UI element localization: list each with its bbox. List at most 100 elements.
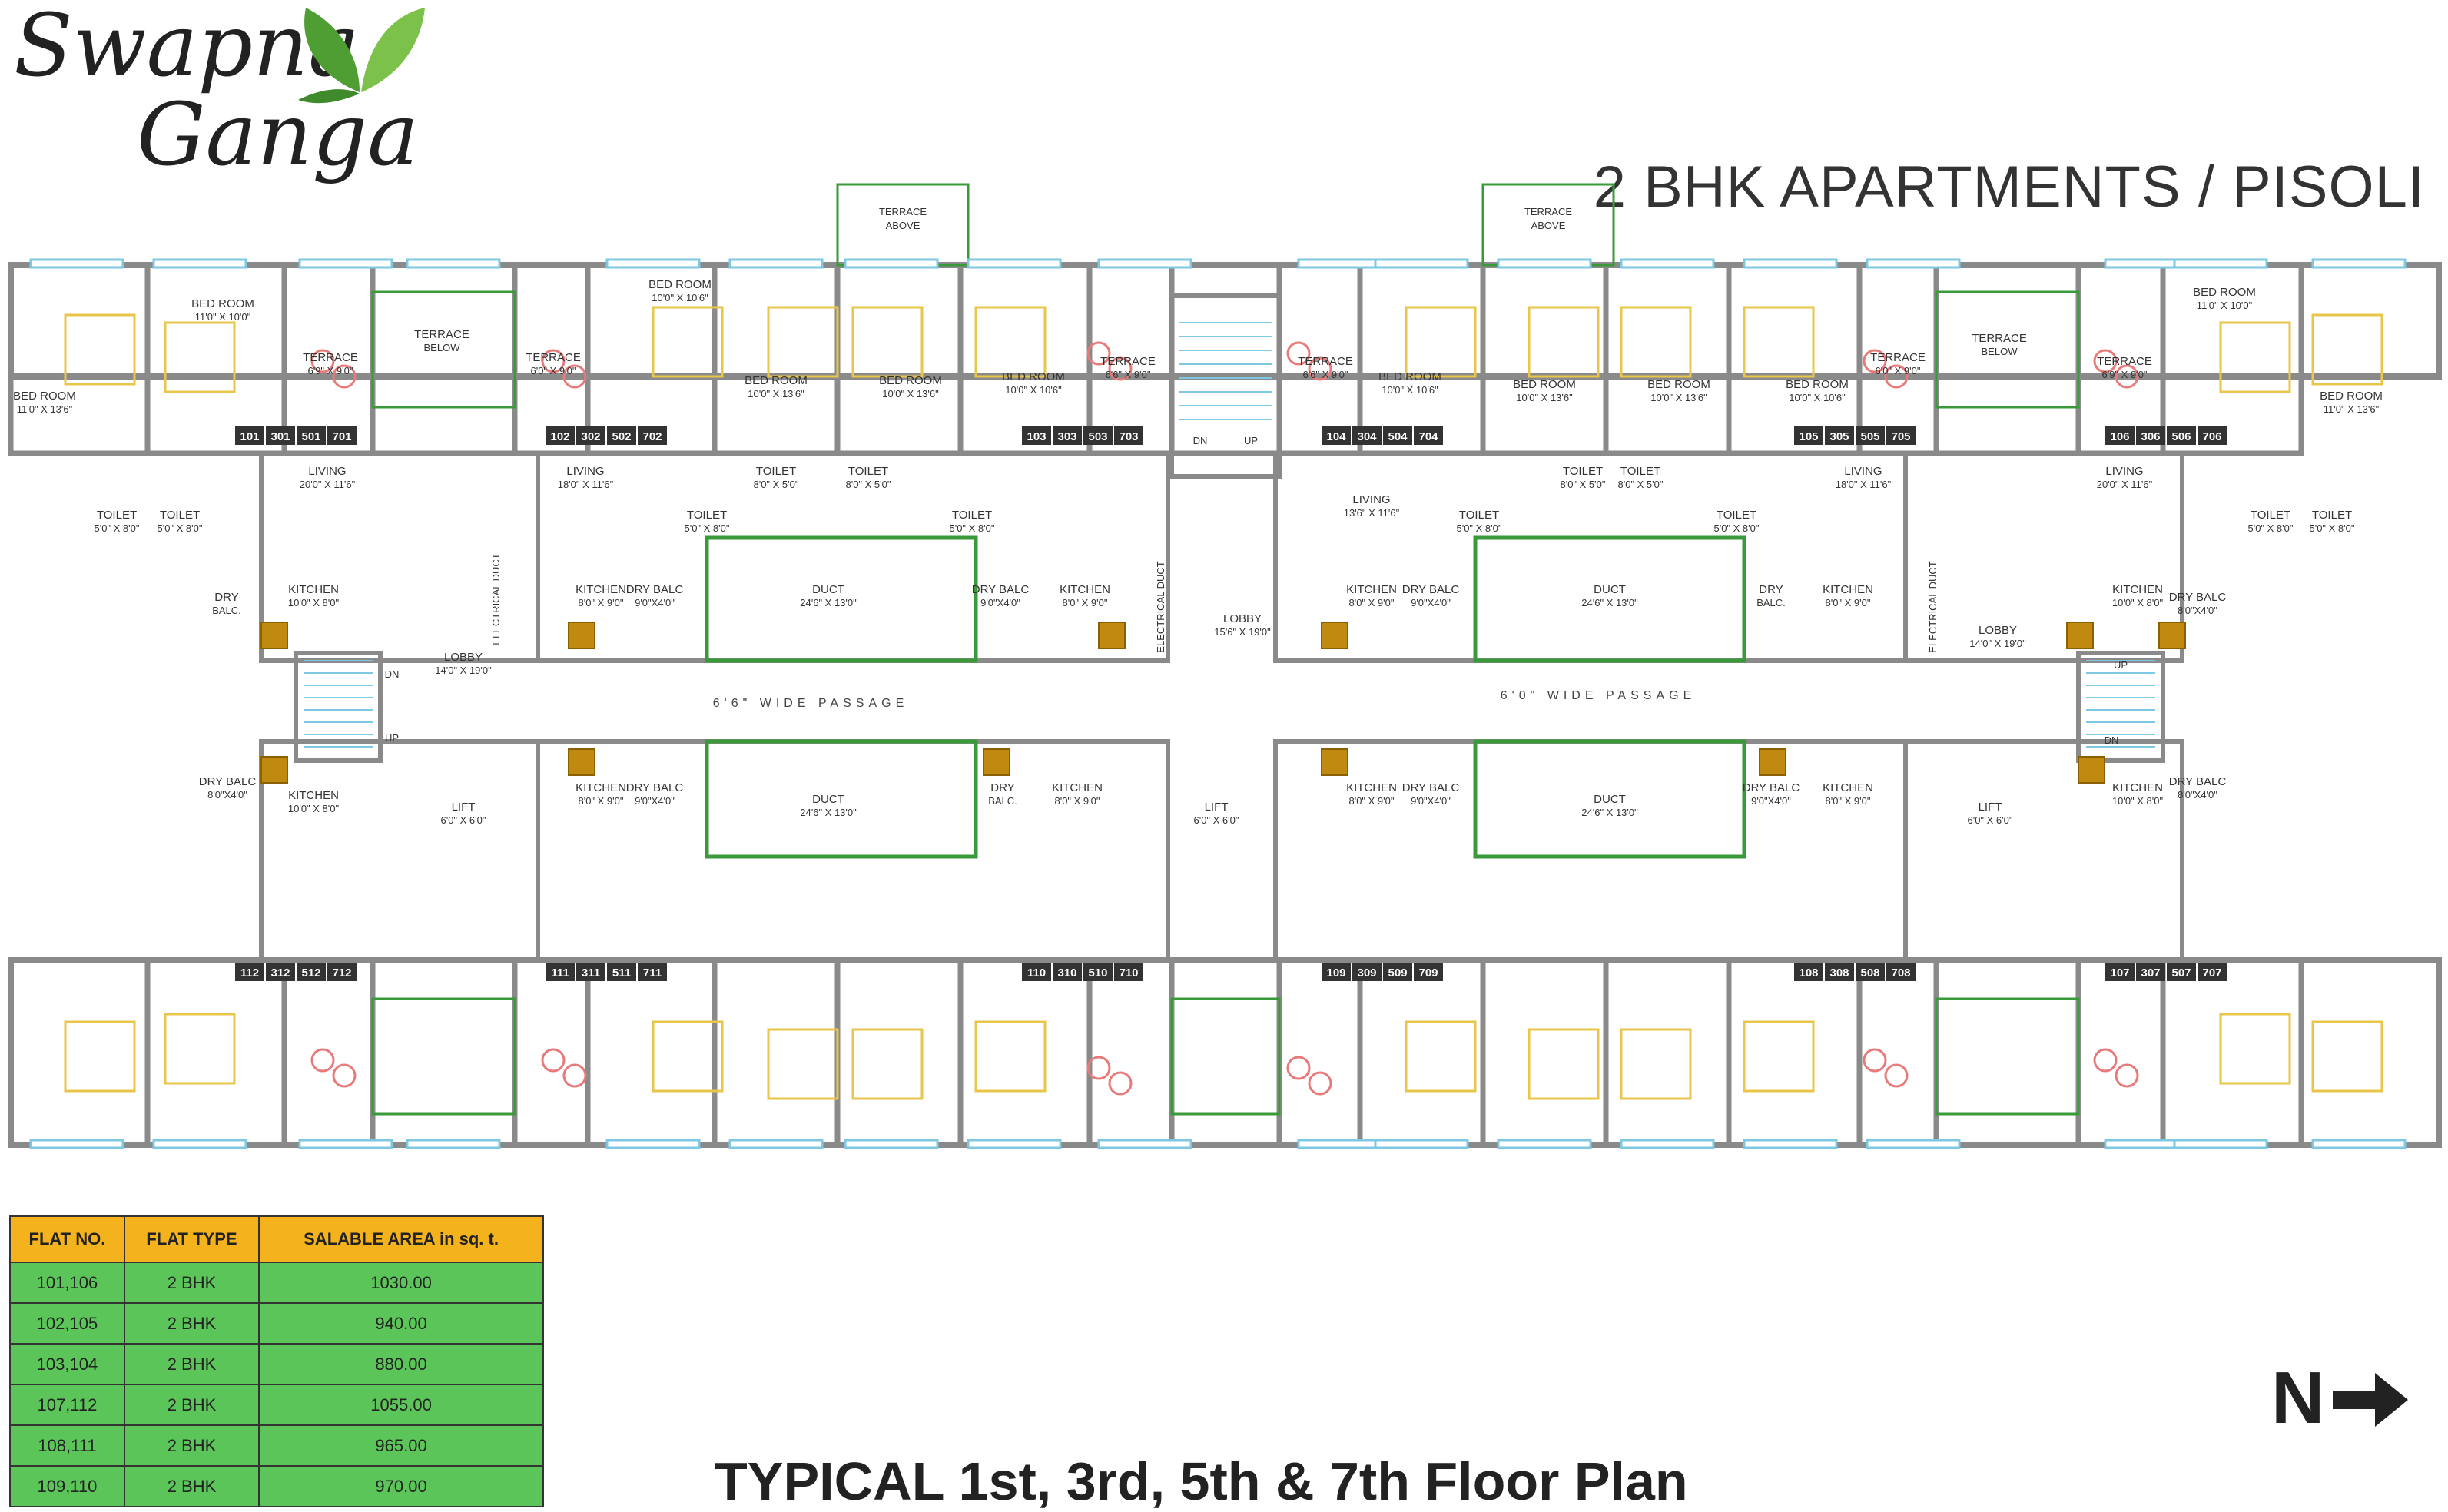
room-name: DRY BALC <box>199 775 257 788</box>
room-name: KITCHEN <box>1346 781 1397 794</box>
fixture <box>2093 349 2118 373</box>
room-name: BED ROOM <box>648 278 712 291</box>
cell-area: 1055.00 <box>258 1384 544 1426</box>
room-dimension: 6'6" X 9'0" <box>1105 369 1150 380</box>
flat-tag: 111 <box>551 967 569 980</box>
area-table: FLAT NO. FLAT TYPE SALABLE AREA in sq. t… <box>9 1215 544 1507</box>
kitchen-counter <box>2066 622 2094 649</box>
staircase <box>294 651 383 763</box>
room-name: LIFT <box>1205 801 1229 814</box>
room-dimension: 6'0" X 9'0" <box>1875 365 1920 376</box>
electrical-duct-label: ELECTRICAL DUCT <box>1927 561 1939 652</box>
bed <box>1528 306 1600 378</box>
room-dimension: 10'0" X 10'6" <box>1005 384 1062 396</box>
flat-tag-bg <box>1383 963 1412 981</box>
room-name: LIVING <box>1352 493 1390 506</box>
room-dimension: 6'0" X 6'0" <box>1967 814 2012 826</box>
room-name: BED ROOM <box>1647 378 1710 391</box>
room-bottom <box>957 957 1093 1148</box>
room-name: DRY BALC <box>2169 775 2227 788</box>
room-dimension: 6'6" X 9'0" <box>1302 369 1348 380</box>
window <box>152 258 247 269</box>
room-name: TERRACE <box>526 351 581 364</box>
flat-tag: 711 <box>643 967 662 980</box>
room-name: TOILET <box>848 465 888 478</box>
bed <box>1743 1020 1815 1093</box>
flat-tag: 505 <box>1860 430 1879 443</box>
fixture <box>1108 356 1133 381</box>
window <box>1497 1139 1592 1149</box>
room-dimension: BALC. <box>1756 597 1786 608</box>
room-dimension: 9'0"X4'0" <box>980 597 1020 608</box>
room-name: BED ROOM <box>879 374 942 387</box>
room-dimension: 13'6" X 11'6" <box>1344 507 1400 519</box>
room-bottom <box>2160 957 2304 1148</box>
kitchen-counter <box>1759 748 1786 776</box>
flat-tag: 707 <box>2202 967 2221 980</box>
room-dimension: 8'0" X 9'0" <box>1054 795 1100 807</box>
room-name: BED ROOM <box>1513 378 1576 391</box>
room-name: DUCT <box>1594 793 1626 806</box>
room-dimension: 6'0" X 9'0" <box>530 365 576 376</box>
flat-tag-bg <box>2198 963 2227 981</box>
room-name: KITCHEN <box>576 583 626 596</box>
room-top <box>1480 262 1609 456</box>
fixture <box>541 349 566 373</box>
cell-area: 970.00 <box>258 1465 544 1507</box>
window <box>844 1139 939 1149</box>
room-dimension: 8'0" X 9'0" <box>1348 597 1394 608</box>
window <box>152 1139 247 1149</box>
flat-tag-bg <box>327 426 357 445</box>
terrace-above-label: TERRACE <box>879 206 927 217</box>
cell-flat-no: 103,104 <box>9 1343 125 1385</box>
room-dimension: 5'0" X 8'0" <box>94 522 139 534</box>
brand-logo: Swapna Ganga <box>14 0 425 192</box>
stair-label: DN <box>1193 435 1208 446</box>
room-top <box>1933 262 2081 456</box>
service-right-top <box>1903 451 2184 663</box>
fixture <box>2093 1048 2118 1073</box>
window <box>2173 1139 2268 1149</box>
room-dimension: BALC. <box>988 795 1017 807</box>
flat-tag: 304 <box>1357 430 1377 443</box>
bed <box>1620 1028 1692 1100</box>
flat-tag: 704 <box>1418 430 1438 443</box>
room-name: BED ROOM <box>1002 370 1065 383</box>
cell-flat-type: 2 BHK <box>123 1262 260 1304</box>
cell-flat-type: 2 BHK <box>123 1465 260 1507</box>
kitchen-counter <box>260 756 288 784</box>
room-name: DUCT <box>812 793 844 806</box>
floor-plan-title: TYPICAL 1st, 3rd, 5th & 7th Floor Plan <box>715 1451 1688 1511</box>
table-header-row: FLAT NO. FLAT TYPE SALABLE AREA in sq. t… <box>9 1215 544 1263</box>
room-dimension: 10'0" X 13'6" <box>748 388 804 400</box>
room-name: LIVING <box>1844 465 1882 478</box>
fixture <box>1108 1071 1133 1096</box>
passage-label: 6'0" WIDE PASSAGE <box>1501 689 1696 702</box>
cell-flat-type: 2 BHK <box>123 1384 260 1426</box>
terrace-above-label: TERRACE <box>1524 206 1572 217</box>
room-name: LIVING <box>308 465 346 478</box>
room-dimension: 8'0"X4'0" <box>2178 789 2217 801</box>
flat-tag: 104 <box>1326 430 1346 443</box>
flat-tag: 712 <box>332 967 351 980</box>
room-dimension: 9'0"X4'0" <box>635 795 675 807</box>
flat-tag-bg <box>607 963 636 981</box>
flat-tag-bg <box>1022 963 1051 981</box>
room-top <box>712 262 841 456</box>
room-dimension: 10'0" X 13'6" <box>882 388 939 400</box>
flat-tag-bg <box>1886 426 1916 445</box>
room-name: KITCHEN <box>1060 583 1110 596</box>
room-name: TOILET <box>160 509 200 522</box>
terrace-below <box>371 290 516 409</box>
flat-tag: 502 <box>612 430 631 443</box>
flat-tag-bg <box>1322 426 1351 445</box>
flat-tag: 702 <box>642 430 662 443</box>
flat-tag-bg <box>327 963 357 981</box>
flat-tag: 512 <box>301 967 320 980</box>
room-name: DRY <box>1759 583 1783 596</box>
bed <box>2219 1013 2291 1085</box>
